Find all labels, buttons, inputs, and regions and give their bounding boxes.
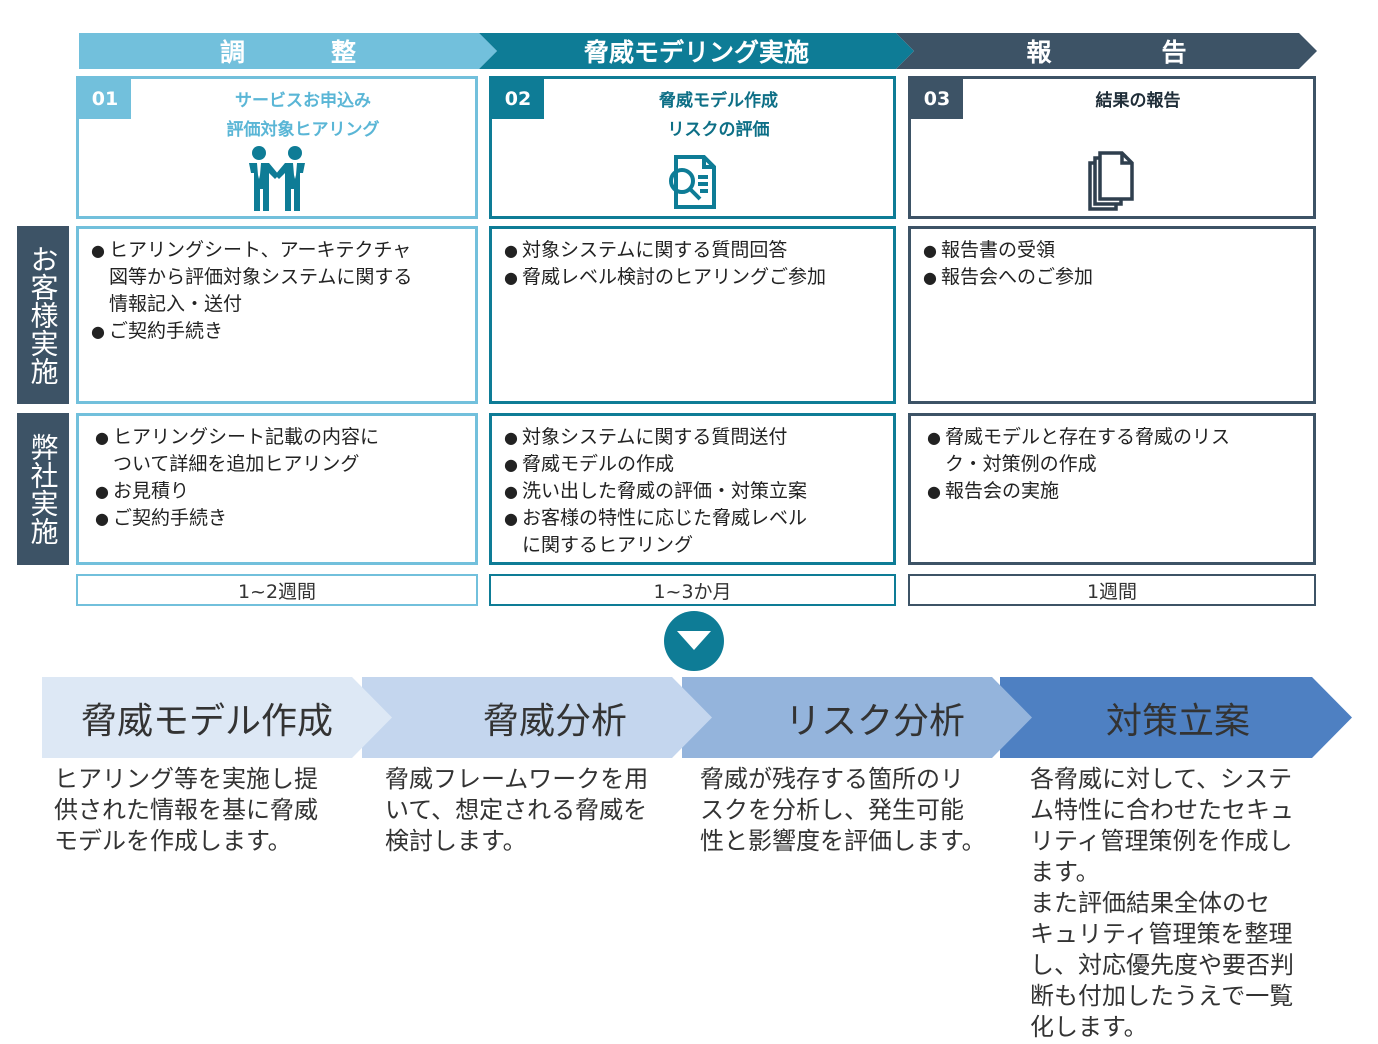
process-countermeasure: 対策立案 bbox=[1000, 677, 1352, 758]
process-desc-threat-analysis: 脅威フレームワークを用 いて、想定される脅威を 検討します。 bbox=[385, 765, 649, 855]
list-item: 脅威モデルと存在する脅威のリス ク・対策例の作成 bbox=[927, 424, 1303, 478]
list-item: 対象システムに関する質問送付 bbox=[504, 424, 883, 451]
step-title-line-1: 結果の報告 bbox=[1095, 91, 1181, 111]
phase-report-char-1: 報 bbox=[1026, 38, 1052, 67]
list-item: お見積り bbox=[95, 478, 465, 505]
list-item: お客様の特性に応じた脅威レベル に関するヒアリング bbox=[504, 505, 883, 559]
chevron-down-icon bbox=[664, 611, 724, 671]
process-label: リスク分析 bbox=[784, 700, 965, 742]
list-item: ご契約手続き bbox=[91, 318, 465, 345]
process-threat-analysis: 脅威分析 bbox=[362, 677, 712, 758]
step-number: 02 bbox=[492, 79, 544, 119]
phase-adjustment: 調 整 bbox=[79, 33, 497, 69]
handshake-icon bbox=[249, 146, 305, 211]
customer-tasks-01: ヒアリングシート、アーキテクチャ 図等から評価対象システムに関する 情報記入・送… bbox=[76, 226, 478, 404]
phase-report: 報 告 bbox=[896, 33, 1317, 69]
list-item: ヒアリングシート記載の内容に ついて詳細を追加ヒアリング bbox=[95, 424, 465, 478]
list-item: 報告書の受領 bbox=[923, 237, 1303, 264]
process-desc-threat-model: ヒアリング等を実施し提 供された情報を基に脅威 モデルを作成します。 bbox=[54, 765, 318, 855]
duration-02: 1~3か月 bbox=[489, 574, 896, 606]
step-box-02: 02 脅威モデル作成 リスクの評価 bbox=[489, 76, 896, 219]
list-item: ご契約手続き bbox=[95, 505, 465, 532]
step-title: サービスお申込み 評価対象ヒアリング bbox=[131, 87, 475, 145]
process-label: 対策立案 bbox=[1105, 700, 1250, 742]
list-item: 脅威モデルの作成 bbox=[504, 451, 883, 478]
process-desc-risk-analysis: 脅威が残存する箇所のリ スクを分析し、発生可能 性と影響度を評価します。 bbox=[700, 765, 986, 855]
row-label-company: 弊社実施 bbox=[17, 413, 69, 565]
phase-adjustment-char-2: 整 bbox=[331, 38, 357, 67]
process-label: 脅威分析 bbox=[482, 700, 627, 742]
phase-report-char-2: 告 bbox=[1161, 38, 1187, 67]
company-tasks-02: 対象システムに関する質問送付 脅威モデルの作成 洗い出した脅威の評価・対策立案 … bbox=[489, 413, 896, 565]
document-search-icon bbox=[668, 155, 716, 209]
phase-threat-modeling: 脅威モデリング実施 bbox=[479, 33, 914, 69]
process-label: 脅威モデル作成 bbox=[80, 700, 333, 742]
list-item: 洗い出した脅威の評価・対策立案 bbox=[504, 478, 883, 505]
list-item: ヒアリングシート、アーキテクチャ 図等から評価対象システムに関する 情報記入・送… bbox=[91, 237, 465, 318]
step-number: 01 bbox=[79, 79, 131, 119]
list-item: 対象システムに関する質問回答 bbox=[504, 237, 883, 264]
phase-threat-modeling-label: 脅威モデリング実施 bbox=[583, 38, 809, 67]
company-tasks-01: ヒアリングシート記載の内容に ついて詳細を追加ヒアリング お見積り ご契約手続き bbox=[76, 413, 478, 565]
process-desc-countermeasure: 各脅威に対して、システ ム特性に合わせたセキュ リティ管理策例を作成し ます。 … bbox=[1030, 765, 1294, 1041]
phase-adjustment-char-1: 調 bbox=[219, 38, 245, 67]
step-title-line-1: サービスお申込み bbox=[235, 91, 371, 111]
customer-tasks-02: 対象システムに関する質問回答 脅威レベル検討のヒアリングご参加 bbox=[489, 226, 896, 404]
customer-tasks-03: 報告書の受領 報告会へのご参加 bbox=[908, 226, 1316, 404]
duration-03: 1週間 bbox=[908, 574, 1316, 606]
step-title-line-2: 評価対象ヒアリング bbox=[226, 120, 380, 140]
step-box-03: 03 結果の報告 bbox=[908, 76, 1316, 219]
step-number: 03 bbox=[911, 79, 963, 119]
list-item: 報告会の実施 bbox=[927, 478, 1303, 505]
process-threat-model: 脅威モデル作成 bbox=[42, 677, 392, 758]
duration-01: 1~2週間 bbox=[76, 574, 478, 606]
step-title-line-2: リスクの評価 bbox=[667, 120, 770, 140]
step-title-line-1: 脅威モデル作成 bbox=[659, 91, 778, 111]
row-label-customer: お客様実施 bbox=[17, 226, 69, 404]
process-risk-analysis: リスク分析 bbox=[682, 677, 1032, 758]
step-title: 結果の報告 bbox=[963, 87, 1313, 116]
step-box-01: 01 サービスお申込み 評価対象ヒアリング bbox=[76, 76, 478, 219]
step-title: 脅威モデル作成 リスクの評価 bbox=[544, 87, 893, 145]
list-item: 報告会へのご参加 bbox=[923, 264, 1303, 291]
documents-icon bbox=[1088, 151, 1134, 211]
list-item: 脅威レベル検討のヒアリングご参加 bbox=[504, 264, 883, 291]
company-tasks-03: 脅威モデルと存在する脅威のリス ク・対策例の作成 報告会の実施 bbox=[908, 413, 1316, 565]
